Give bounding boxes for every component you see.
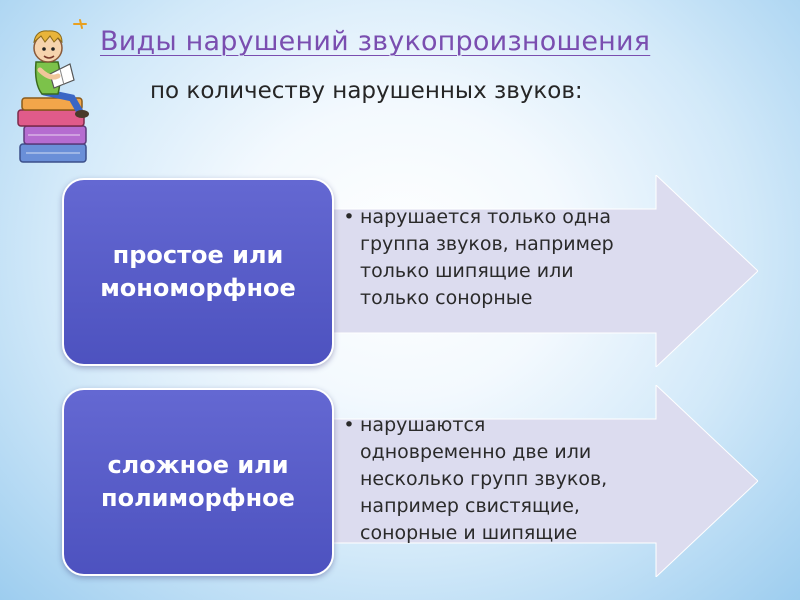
bullet-icon: • (343, 414, 355, 436)
category-label: простое или мономорфное (100, 241, 296, 302)
category-description: • нарушается только одна группа звуков, … (338, 204, 678, 312)
category-box-simple: простое или мономорфное (62, 178, 334, 366)
slide-title: Виды нарушений звукопроизношения (100, 26, 651, 57)
chevron-arrow-shape (330, 385, 758, 577)
description-text: нарушаются одновременно две или нескольк… (360, 414, 608, 544)
category-label: сложное или полиморфное (101, 451, 295, 512)
boy-reading-on-books-icon (17, 19, 89, 163)
category-box-complex: сложное или полиморфное (62, 388, 334, 576)
category-description: • нарушаются одновременно две или нескол… (338, 412, 678, 547)
chevron-arrow-shape (330, 175, 758, 367)
description-text: нарушается только одна группа звуков, на… (360, 206, 614, 309)
bullet-icon: • (343, 206, 355, 228)
slide-subtitle: по количеству нарушенных звуков: (150, 78, 583, 104)
